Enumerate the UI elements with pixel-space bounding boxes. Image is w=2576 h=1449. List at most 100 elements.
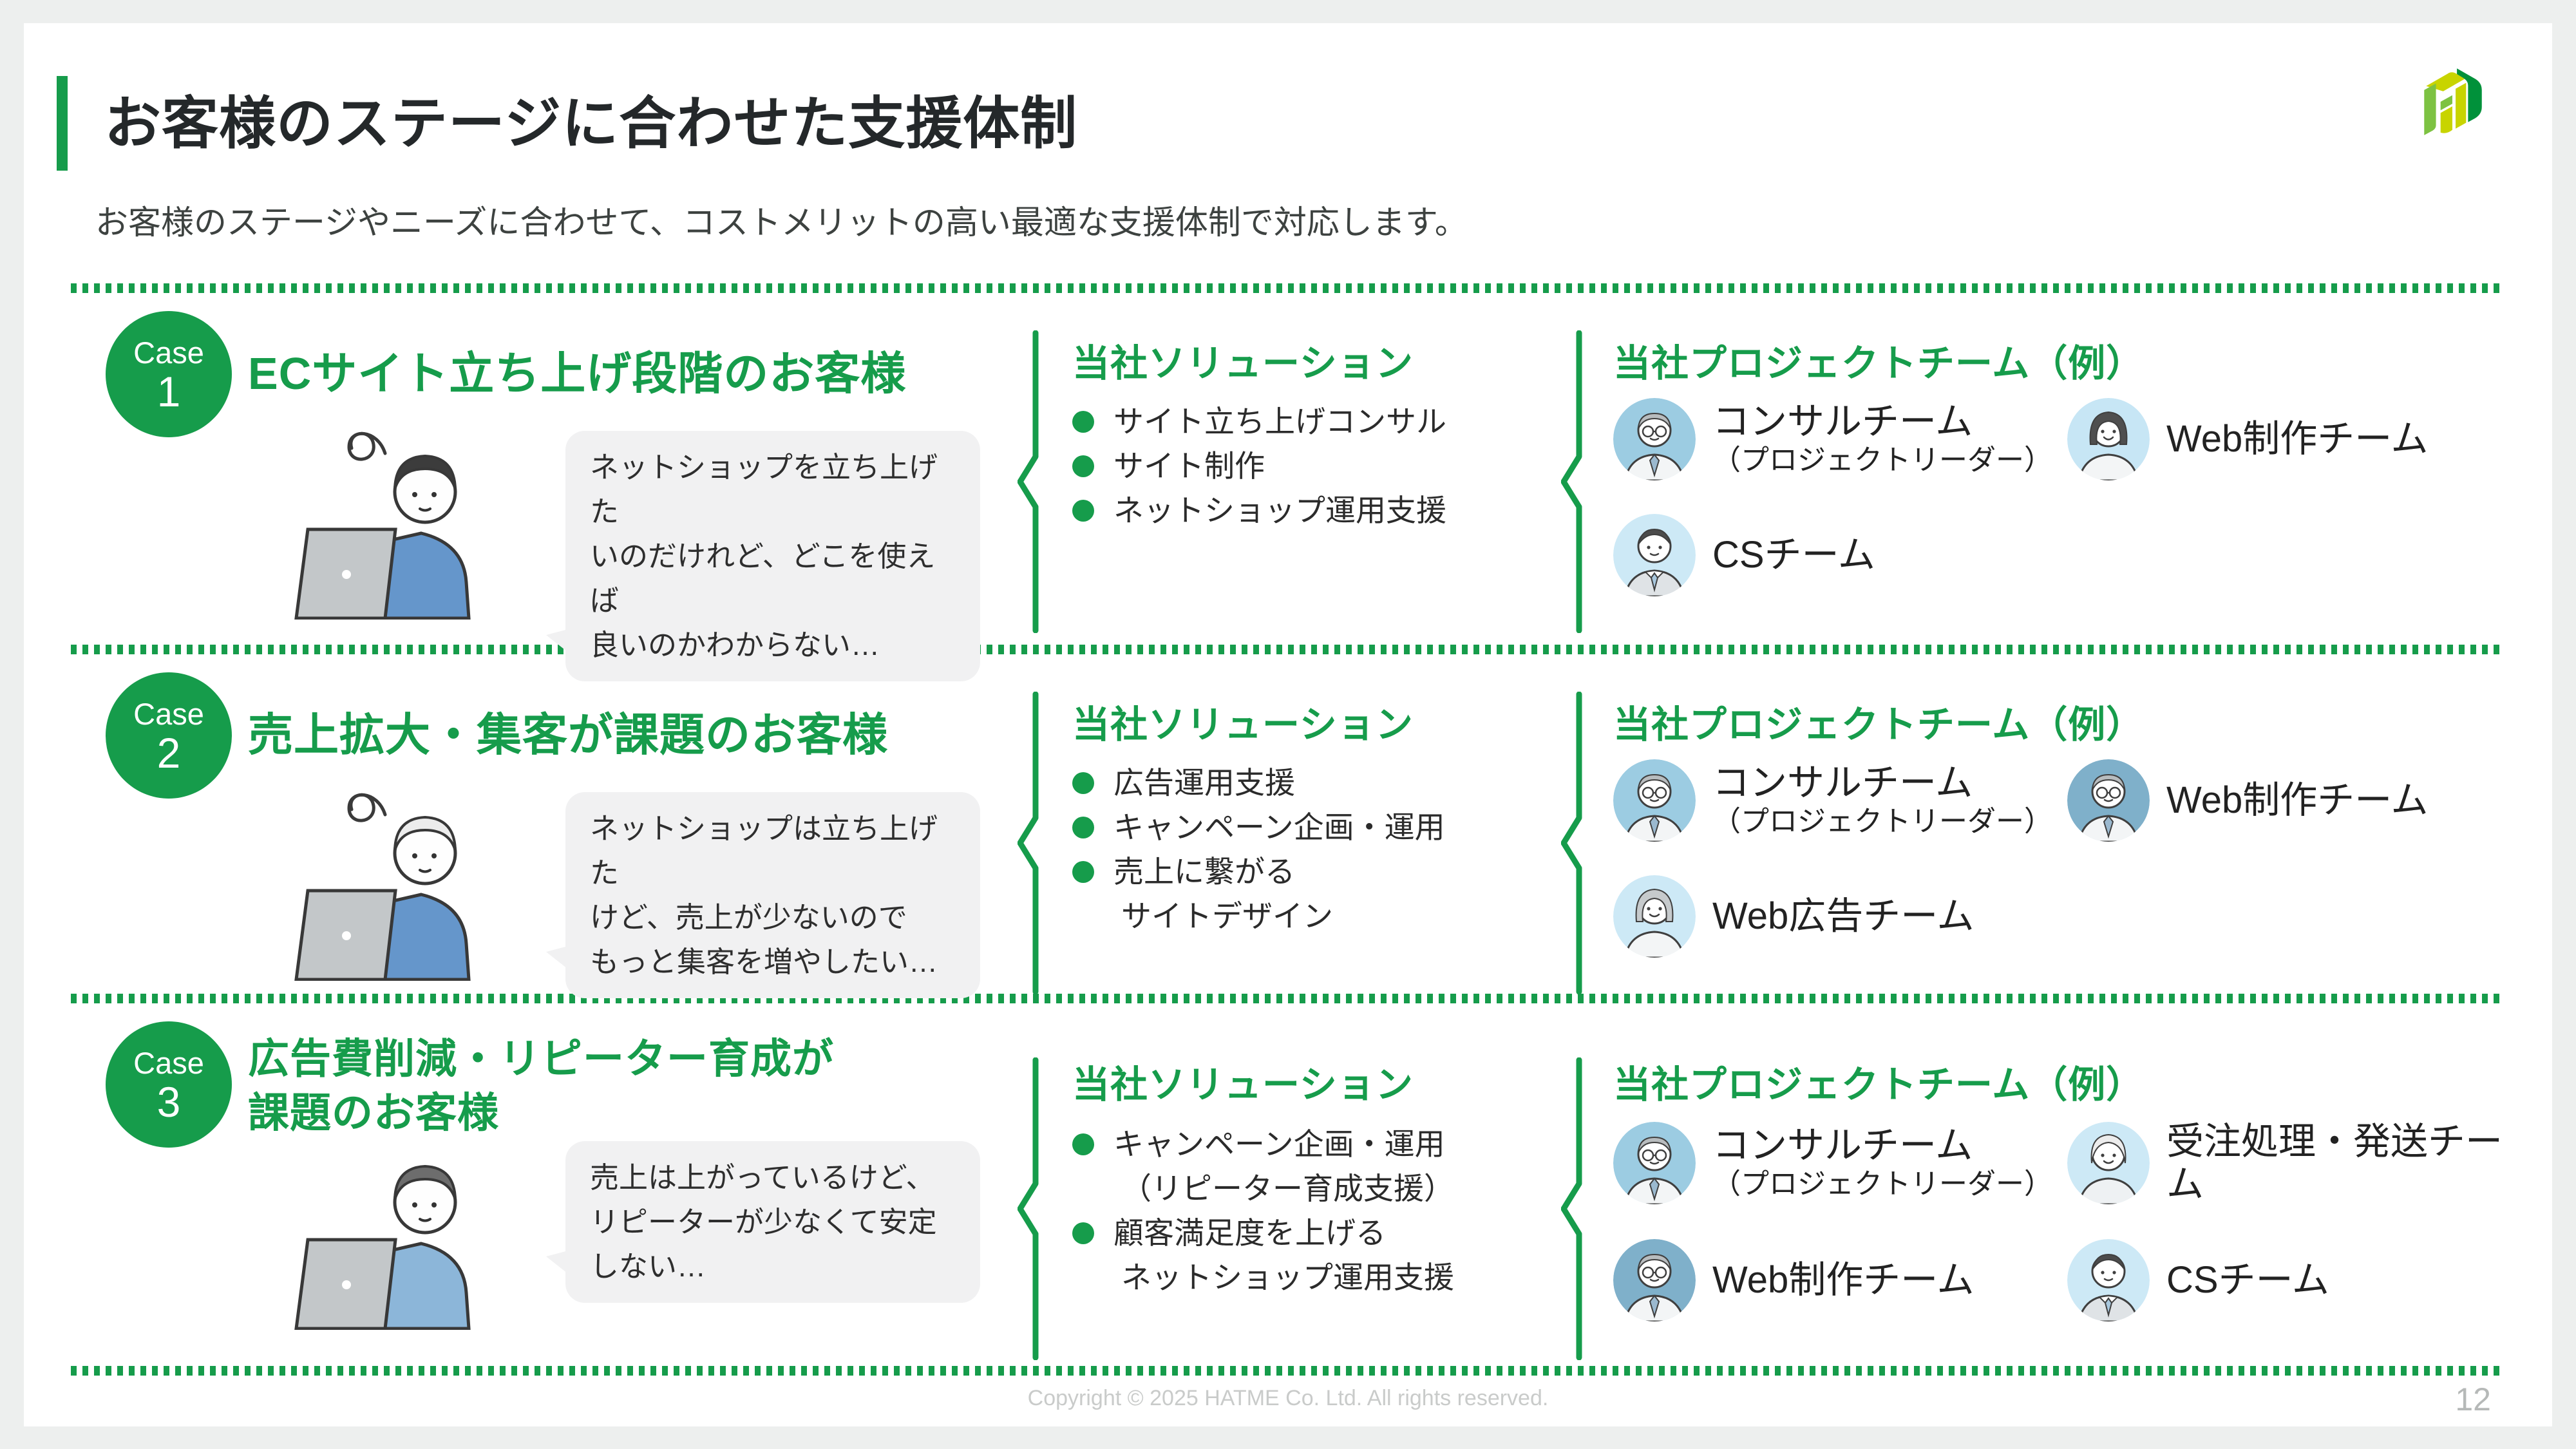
team-grid: コンサルチーム （プロジェクトリーダー） Web制作チーム Web広告チーム bbox=[1613, 759, 2510, 958]
page-number: 12 bbox=[2455, 1381, 2491, 1417]
bullet-dot-icon bbox=[1072, 500, 1094, 522]
cs-team-avatar-icon bbox=[2067, 1239, 2150, 1321]
solution-heading: 当社ソリューション bbox=[1072, 704, 1414, 746]
dotted-divider bbox=[71, 994, 2505, 1003]
team-member: 受注処理・発送チーム bbox=[2067, 1121, 2510, 1206]
quote-line: しない… bbox=[590, 1250, 706, 1283]
member-name: Web広告チーム bbox=[1712, 895, 1975, 937]
case-2-title: 売上拡大・集客が課題のお客様 bbox=[248, 710, 888, 760]
quote-line: リピーターが少なくて安定 bbox=[590, 1206, 937, 1238]
case-badge-number: 2 bbox=[156, 729, 181, 777]
member-text: Web制作チーム bbox=[1712, 1259, 1974, 1302]
solution-text: 広告運用支援 bbox=[1113, 766, 1295, 800]
member-name: コンサルチーム bbox=[1712, 762, 1973, 804]
ad-team-avatar-icon bbox=[1613, 875, 1696, 958]
brace-divider-icon bbox=[1018, 692, 1056, 994]
case-1-title: ECサイト立ち上げ段階のお客様 bbox=[248, 348, 907, 399]
team-grid: コンサルチーム （プロジェクトリーダー） Web制作チーム CSチーム bbox=[1613, 398, 2510, 596]
solution-item: ネットショップ運用支援 bbox=[1072, 488, 1575, 533]
solution-item: サイト制作 bbox=[1072, 444, 1575, 488]
dotted-divider bbox=[71, 283, 2505, 293]
consultant-avatar-icon bbox=[1613, 759, 1696, 842]
solution-item: キャンペーン企画・運用 bbox=[1072, 805, 1575, 849]
member-name: コンサルチーム bbox=[1712, 401, 1973, 442]
solution-text: キャンペーン企画・運用 bbox=[1113, 1127, 1445, 1161]
case-badge-number: 1 bbox=[156, 368, 181, 415]
bullet-dot-icon bbox=[1072, 411, 1094, 433]
member-text: Web広告チーム bbox=[1712, 895, 1974, 938]
solution-item: サイト立ち上げコンサル bbox=[1072, 399, 1575, 444]
quote-line: もっと集客を増やしたい… bbox=[590, 945, 938, 978]
team-member: コンサルチーム （プロジェクトリーダー） bbox=[1613, 759, 2067, 842]
solution-list: キャンペーン企画・運用 （リピーター育成支援） 顧客満足度を上げる ネットショッ… bbox=[1072, 1122, 1575, 1300]
brace-divider-icon bbox=[1018, 330, 1056, 633]
solution-list: サイト立ち上げコンサル サイト制作 ネットショップ運用支援 bbox=[1072, 399, 1575, 533]
team-heading: 当社プロジェクトチーム（例） bbox=[1613, 704, 2145, 746]
team-member: Web制作チーム bbox=[1613, 1239, 2067, 1321]
team-member: コンサルチーム （プロジェクトリーダー） bbox=[1613, 398, 2067, 480]
quote-line: ネットショップを立ち上げた bbox=[590, 451, 938, 528]
fulfillment-team-avatar-icon bbox=[2067, 1122, 2150, 1204]
consultant-avatar-icon bbox=[1613, 1122, 1696, 1204]
case-title-line: 広告費削減・リピーター育成が bbox=[248, 1036, 834, 1082]
cs-team-avatar-icon bbox=[1613, 514, 1696, 596]
customer-quote-bubble: ネットショップは立ち上げた けど、売上が少ないので もっと集客を増やしたい… bbox=[546, 792, 980, 998]
team-member: CSチーム bbox=[1613, 514, 2067, 596]
solution-text: サイト立ち上げコンサル bbox=[1113, 404, 1446, 439]
member-sub: （プロジェクトリーダー） bbox=[1712, 1168, 2052, 1200]
hatme-logo-icon bbox=[2424, 68, 2482, 135]
page-subtitle: お客様のステージやニーズに合わせて、コストメリットの高い最適な支援体制で対応しま… bbox=[95, 204, 1468, 241]
case-badge-label: Case bbox=[133, 1046, 204, 1080]
solution-subtext: サイトデザイン bbox=[1121, 899, 1333, 933]
case-3-title: 広告費削減・リピーター育成が 課題のお客様 bbox=[248, 1032, 834, 1140]
customer-quote-bubble: 売上は上がっているけど、 リピーターが少なくて安定 しない… bbox=[546, 1141, 980, 1303]
member-name: コンサルチーム bbox=[1712, 1124, 1973, 1166]
customer-illustration bbox=[259, 420, 504, 620]
brace-divider-icon bbox=[1561, 692, 1600, 994]
case-badge-label: Case bbox=[133, 336, 204, 370]
team-member: コンサルチーム （プロジェクトリーダー） bbox=[1613, 1122, 2067, 1204]
team-member: Web制作チーム bbox=[2067, 398, 2510, 480]
member-name: 受注処理・発送チーム bbox=[2166, 1121, 2503, 1205]
member-text: コンサルチーム （プロジェクトリーダー） bbox=[1712, 401, 2052, 478]
quote-line: いのだけれど、どこを使えば bbox=[590, 540, 936, 617]
bullet-dot-icon bbox=[1072, 817, 1094, 838]
member-sub: （プロジェクトリーダー） bbox=[1712, 444, 2052, 476]
member-text: Web制作チーム bbox=[2166, 418, 2428, 460]
solution-text: サイト制作 bbox=[1113, 449, 1265, 483]
member-text: CSチーム bbox=[2166, 1259, 2329, 1302]
web-team-avatar-icon bbox=[2067, 759, 2150, 842]
member-text: CSチーム bbox=[1712, 534, 1875, 576]
solution-item: 広告運用支援 bbox=[1072, 761, 1575, 805]
bullet-dot-icon bbox=[1072, 1133, 1094, 1155]
copyright-text: Copyright © 2025 HATME Co. Ltd. All righ… bbox=[1027, 1386, 1549, 1410]
customer-quote-bubble: ネットショップを立ち上げた いのだけれど、どこを使えば 良いのかわからない… bbox=[546, 431, 980, 681]
customer-illustration bbox=[259, 1130, 504, 1330]
case-3-badge: Case 3 bbox=[106, 1021, 232, 1148]
member-text: コンサルチーム （プロジェクトリーダー） bbox=[1712, 1124, 2052, 1202]
solution-item: キャンペーン企画・運用 bbox=[1072, 1122, 1575, 1166]
case-badge-label: Case bbox=[133, 697, 204, 731]
customer-illustration bbox=[259, 781, 504, 981]
solution-list: 広告運用支援 キャンペーン企画・運用 売上に繋がる サイトデザイン bbox=[1072, 761, 1575, 938]
solution-item: 顧客満足度を上げる bbox=[1072, 1211, 1575, 1255]
bullet-dot-icon bbox=[1072, 455, 1094, 477]
member-text: Web制作チーム bbox=[2166, 779, 2428, 822]
member-name: Web制作チーム bbox=[2166, 418, 2429, 460]
bullet-dot-icon bbox=[1072, 772, 1094, 794]
web-team-avatar-icon bbox=[2067, 398, 2150, 480]
brace-divider-icon bbox=[1561, 330, 1600, 633]
team-heading: 当社プロジェクトチーム（例） bbox=[1613, 1064, 2145, 1106]
team-heading: 当社プロジェクトチーム（例） bbox=[1613, 343, 2145, 384]
web-team-avatar-icon bbox=[1613, 1239, 1696, 1321]
case-2-badge: Case 2 bbox=[106, 672, 232, 799]
solution-subtext: （リピーター育成支援） bbox=[1121, 1171, 1454, 1206]
member-name: Web制作チーム bbox=[2166, 779, 2429, 821]
solution-text: キャンペーン企画・運用 bbox=[1113, 810, 1445, 844]
consultant-avatar-icon bbox=[1613, 398, 1696, 480]
quote-line: 売上は上がっているけど、 bbox=[590, 1161, 935, 1194]
member-name: Web制作チーム bbox=[1712, 1259, 1975, 1301]
member-text: コンサルチーム （プロジェクトリーダー） bbox=[1712, 762, 2052, 839]
case-badge-number: 3 bbox=[156, 1078, 181, 1126]
